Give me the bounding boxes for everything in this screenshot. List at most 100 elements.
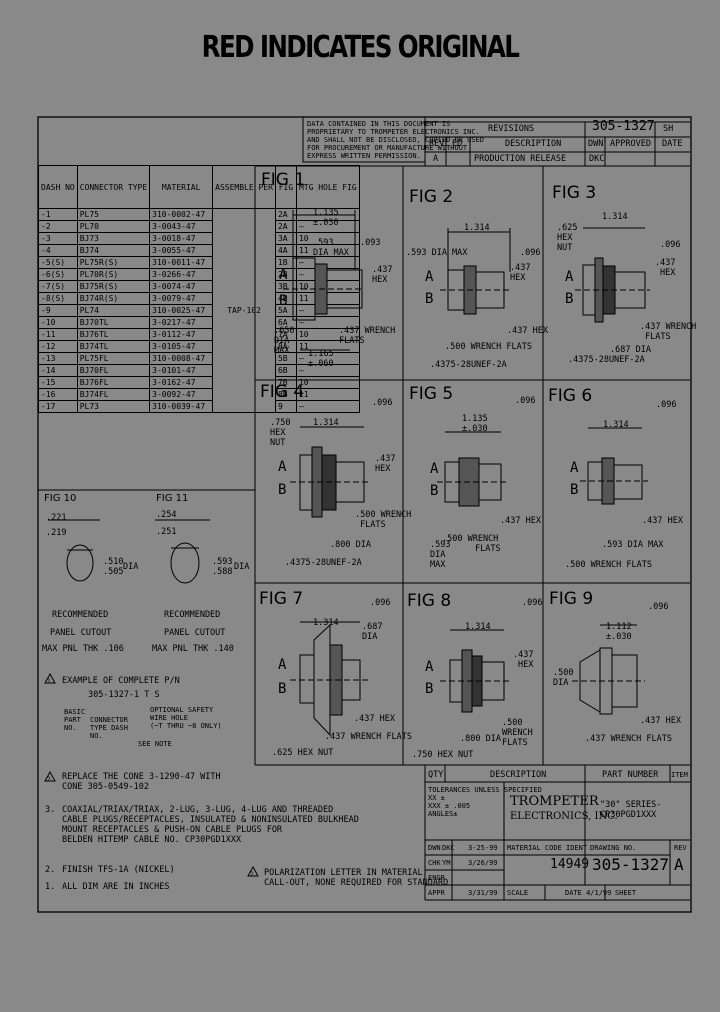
fig9-dim-6: .437 WRENCH FLATS bbox=[585, 734, 672, 744]
fig6-dim-0: 1.314 bbox=[603, 420, 629, 430]
fig1-dim-8: FLATS bbox=[339, 336, 365, 346]
fig7-dim-3: DIA bbox=[362, 632, 378, 642]
fig7-dim-5: .437 WRENCH FLATS bbox=[325, 732, 412, 742]
material-header: MATERIAL bbox=[149, 165, 214, 209]
fig1-dim-4: .093 bbox=[360, 238, 381, 248]
fig-cell: 9 bbox=[274, 400, 297, 413]
rev-label: REV bbox=[674, 844, 687, 852]
fig5-connector bbox=[437, 431, 507, 507]
dwn-header: DWN bbox=[588, 139, 604, 149]
fig1-dim-9: .650 bbox=[274, 326, 295, 336]
fig3-dim-2: NUT bbox=[557, 243, 573, 253]
fig11-dim-4: DIA bbox=[234, 562, 250, 572]
fig2-dim-3: .437 bbox=[510, 263, 531, 273]
fig10-dim-1: .219 bbox=[46, 528, 67, 538]
fig3-letter-b: B bbox=[565, 291, 574, 307]
fig4-dim-2: NUT bbox=[270, 438, 286, 448]
fig2-dim-2: .096 bbox=[520, 248, 541, 258]
fig11-dim-3: .588 bbox=[212, 567, 233, 577]
fig10-dim-7: MAX PNL THK .106 bbox=[42, 644, 124, 654]
rev-row-desc: PRODUCTION RELEASE bbox=[474, 154, 567, 164]
fig8-dim-4: .500 bbox=[502, 718, 523, 728]
fig11-dim-5: RECOMMENDED bbox=[164, 610, 221, 620]
fig5-dim-7: .500 WRENCH bbox=[442, 534, 499, 544]
appr-label: APPR bbox=[428, 889, 445, 897]
note3-text: COAXIAL/TRIAX/TRIAX, 2-LUG, 3-LUG, 4-LUG… bbox=[62, 805, 359, 845]
fig3-dim-6: HEX bbox=[660, 268, 676, 278]
fig5-letter-a: A bbox=[430, 461, 439, 477]
fig6-dim-3: .593 DIA MAX bbox=[602, 540, 664, 550]
fig8-dim-0: 1.314 bbox=[465, 622, 491, 632]
fig1-dim-3: DIA MAX bbox=[313, 248, 349, 258]
fig10-dim-4: DIA bbox=[123, 562, 139, 572]
fig7-dim-2: .687 bbox=[362, 622, 383, 632]
fig2-dim-1: .593 DIA MAX bbox=[406, 248, 468, 258]
fig4-dim-10: .4375-28UNEF-2A bbox=[285, 558, 362, 568]
fig4-dim-3: 1.314 bbox=[313, 418, 339, 428]
rev-row-dwn: DKC bbox=[589, 154, 605, 164]
item-header: ITEM bbox=[671, 771, 688, 779]
fig5-dim-0: 1.135 bbox=[462, 414, 488, 424]
fig10-dim-0: .221 bbox=[46, 513, 67, 523]
fig9-dim-0: 1.112 bbox=[606, 622, 632, 632]
fig6-letter-b: B bbox=[570, 482, 579, 498]
fig8-dim-8: .750 HEX NUT bbox=[412, 750, 474, 760]
note5-number: 1. bbox=[45, 882, 56, 892]
fig-cell: 7B bbox=[274, 376, 297, 389]
connector-type-header: CONNECTOR TYPE bbox=[76, 165, 151, 209]
fig4-dim-8: FLATS bbox=[360, 520, 386, 530]
description-col-header: DESCRIPTION bbox=[490, 770, 547, 780]
fig4-dim-6: HEX bbox=[375, 464, 391, 474]
fig1-label: FIG 1 bbox=[261, 170, 306, 190]
fig5-dim-3: .437 HEX bbox=[500, 516, 541, 526]
fig1-letter-b: B bbox=[279, 293, 288, 309]
fig6-label: FIG 6 bbox=[548, 386, 593, 406]
fig2-dim-5: .437 HEX bbox=[507, 326, 548, 336]
part-number-header: PART NUMBER bbox=[602, 770, 659, 780]
assemble-per-header: ASSEMBLE PER bbox=[212, 165, 276, 209]
fig7-letter-a: A bbox=[278, 657, 287, 673]
fig8-connector bbox=[440, 629, 510, 713]
drawn-label: DWN bbox=[428, 844, 441, 852]
checked-label: CHK bbox=[428, 859, 441, 867]
fig4-dim-4: .096 bbox=[372, 398, 393, 408]
fig9-dim-2: .096 bbox=[648, 602, 669, 612]
fig5-dim-8: FLATS bbox=[475, 544, 501, 554]
qty-header: QTY bbox=[428, 770, 444, 780]
fig4-dim-9: .800 DIA bbox=[330, 540, 371, 550]
fig1-dim-7: .437 WRENCH bbox=[339, 326, 396, 336]
note-triangle-1 bbox=[44, 672, 56, 684]
fig8-letter-b: B bbox=[425, 681, 434, 697]
material-code-ident-label: MATERIAL CODE IDENT bbox=[507, 844, 588, 852]
revisions-title: REVISIONS bbox=[488, 124, 535, 134]
engr-label: ENGR bbox=[428, 874, 445, 882]
fig6-connector bbox=[580, 427, 648, 505]
drawing-no-label: DRAWING NO. bbox=[590, 844, 637, 852]
sheet-label: SHEET bbox=[615, 889, 637, 897]
fig3-dim-3: 1.314 bbox=[602, 212, 628, 222]
fig2-dim-6: .500 WRENCH FLATS bbox=[445, 342, 532, 352]
note-triangle-3 bbox=[247, 865, 259, 877]
date-label: DATE 4/1/99 bbox=[565, 889, 612, 897]
fig7-label: FIG 7 bbox=[259, 589, 304, 609]
fig1-dim-12: 1.165 bbox=[308, 349, 334, 359]
fig10-dim-3: .505 bbox=[103, 567, 124, 577]
fig6-dim-4: .500 WRENCH FLATS bbox=[565, 560, 652, 570]
approved-header: APPROVED bbox=[610, 139, 651, 149]
fig4-dim-7: .500 WRENCH bbox=[355, 510, 412, 520]
fig4-letter-a: A bbox=[278, 459, 287, 475]
revisions-doc-number: 305-1327 bbox=[592, 119, 655, 134]
fig1-connector bbox=[283, 210, 363, 351]
fig4-connector bbox=[290, 426, 370, 518]
fig3-label: FIG 3 bbox=[552, 183, 597, 203]
note3-number: 3. bbox=[45, 805, 56, 815]
fig3-dim-9: .687 DIA bbox=[610, 345, 651, 355]
fig1-dim-5: .437 bbox=[372, 265, 393, 275]
fig2-connector bbox=[440, 228, 511, 315]
note1-text: EXAMPLE OF COMPLETE P/N bbox=[62, 676, 180, 686]
appr-date: 3/31/99 bbox=[468, 889, 498, 897]
